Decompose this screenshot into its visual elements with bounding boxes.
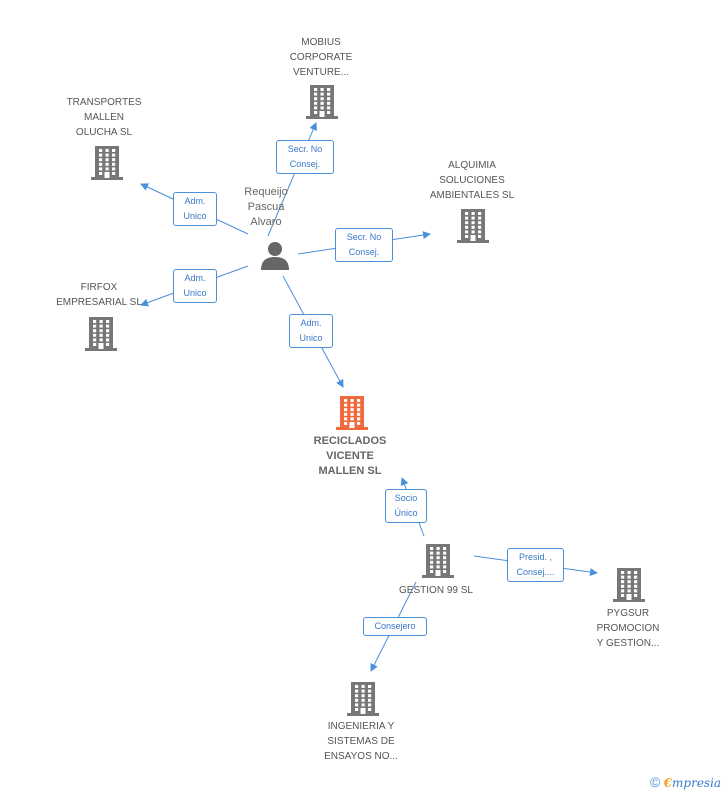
brand-logo[interactable]: €mpresia [664,776,721,790]
firfox-label[interactable]: FIRFOX EMPRESARIAL SL [56,282,142,308]
alquimia-label[interactable]: ALQUIMIA SOLUCIONES AMBIENTALES SL [429,160,515,201]
firfox-building-icon[interactable] [85,317,117,351]
brand-name: mpresia [672,776,722,790]
pygsur-label[interactable]: PYGSUR PROMOCION Y GESTION... [596,608,660,649]
reciclados-label[interactable]: RECICLADOS VICENTE MALLEN SL [313,435,387,477]
ingenieria-building-icon[interactable] [347,682,379,716]
mobius-building-icon[interactable] [306,85,338,119]
transportes-label[interactable]: TRANSPORTES MALLEN OLUCHA SL [66,97,142,138]
mobius-label[interactable]: MOBIUS CORPORATE VENTURE... [289,37,353,78]
gestion-building-icon[interactable] [422,544,454,578]
edge-label-person-alquimia[interactable]: Secr. No Consej. [335,228,393,262]
pygsur-building-icon[interactable] [613,568,645,602]
person-icon[interactable] [259,240,291,272]
edge-label-gestion-ingenieria[interactable]: Consejero [363,617,427,636]
edge-label-person-transportes[interactable]: Adm. Unico [173,192,217,226]
edge-label-person-firfox[interactable]: Adm. Unico [173,269,217,303]
transportes-building-icon[interactable] [91,146,123,180]
edge-label-gestion-pygsur[interactable]: Presid. , Consej.... [507,548,564,582]
alquimia-building-icon[interactable] [457,209,489,243]
ingenieria-label[interactable]: INGENIERIA Y SISTEMAS DE ENSAYOS NO... [324,721,398,762]
footer-credit: © €mpresia [650,774,721,790]
person-label[interactable]: Requeijo Pascua Alvaro [244,186,288,228]
gestion-label[interactable]: GESTION 99 SL [399,585,473,596]
copyright-symbol: © [650,774,661,790]
reciclados-building-icon[interactable] [336,396,368,430]
edge-label-person-reciclados[interactable]: Adm. Unico [289,314,333,348]
edge-label-gestion-reciclados[interactable]: Socio Único [385,489,427,523]
edge-label-person-mobius[interactable]: Secr. No Consej. [276,140,334,174]
brand-initial: € [663,776,673,790]
